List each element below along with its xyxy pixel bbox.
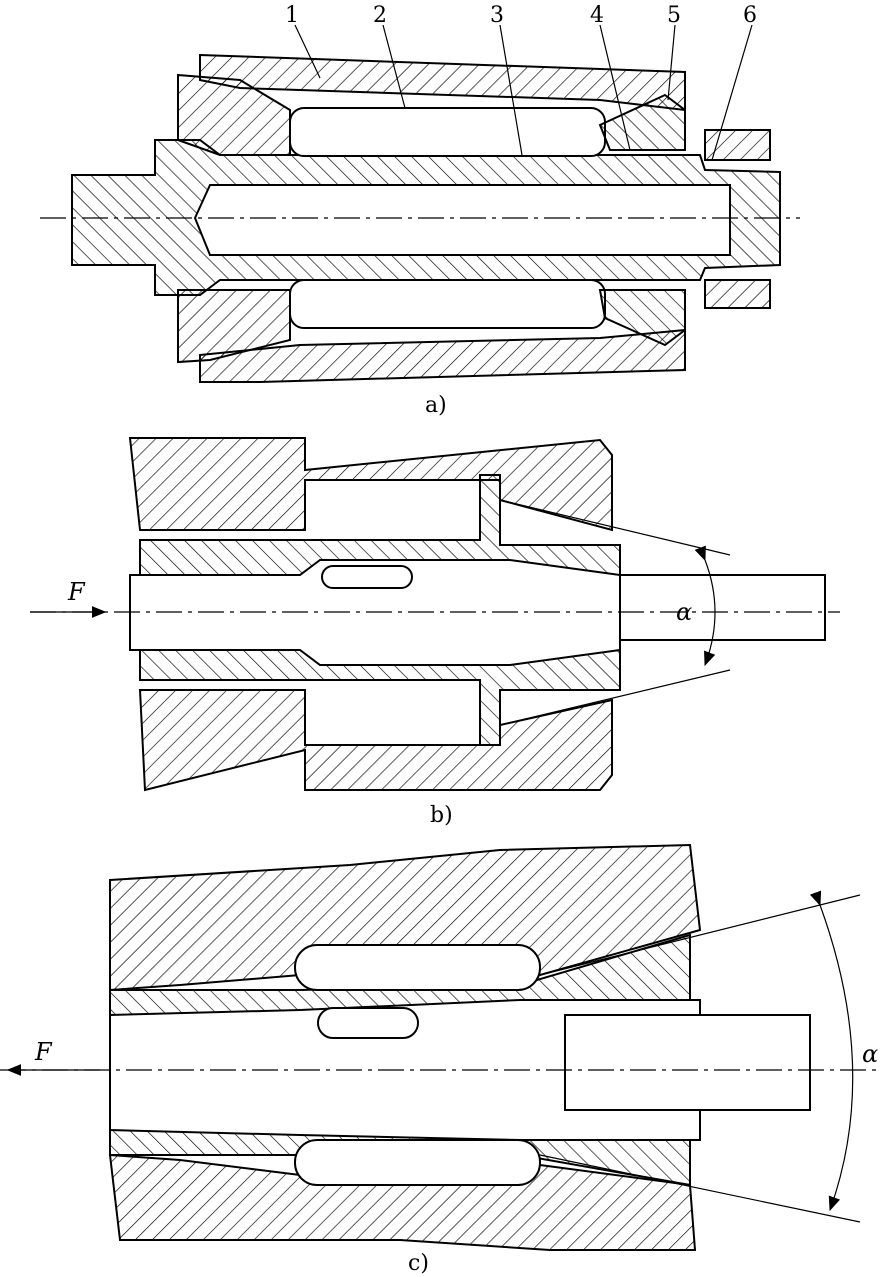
slot-top-c — [294, 944, 541, 991]
workpiece-rod-c — [564, 1014, 811, 1111]
collet-bore-c — [109, 999, 701, 1141]
part-label-2: 2 — [373, 3, 387, 28]
cone-ring-bottom — [598, 289, 686, 347]
part-label-4: 4 — [590, 3, 604, 28]
nut-bottom — [704, 279, 771, 309]
slot-bottom-c — [294, 1139, 541, 1186]
collet-slot-c — [317, 1007, 419, 1039]
force-label-c: F — [34, 1038, 53, 1066]
arbor-bore — [193, 184, 731, 256]
workpiece-rod — [619, 574, 826, 641]
cone-ring-top — [598, 93, 686, 151]
angle-label-c: α — [862, 1040, 878, 1068]
housing-top-c — [109, 843, 702, 992]
angle-label-b: α — [676, 598, 692, 626]
part-label-1: 1 — [285, 3, 299, 28]
caption-c: c) — [408, 1251, 429, 1276]
collet-segment-bottom — [289, 279, 606, 329]
collet-slot — [321, 565, 413, 589]
part-label-5: 5 — [667, 3, 681, 28]
caption-a: a) — [425, 393, 447, 418]
sleeve-bottom — [199, 328, 686, 383]
figure-c: F α c) — [0, 843, 880, 1276]
collet-segment-top — [289, 107, 606, 157]
housing-bottom-c — [108, 1153, 697, 1251]
part-label-6: 6 — [743, 3, 757, 28]
force-label-b: F — [67, 578, 86, 606]
part-label-3: 3 — [490, 3, 504, 28]
housing-bottom — [138, 689, 613, 792]
left-body-bottom — [177, 289, 291, 364]
figure-a: 1 2 3 4 5 6 a) — [40, 3, 800, 418]
figure-b: F α b) — [30, 437, 840, 828]
caption-b: b) — [430, 803, 453, 828]
housing-top — [128, 437, 613, 532]
nut-top — [704, 129, 771, 161]
